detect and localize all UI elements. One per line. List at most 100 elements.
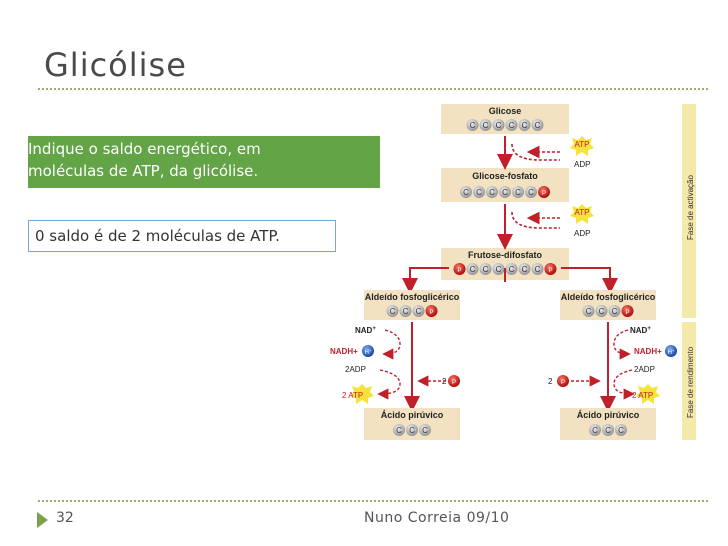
carbon-ball [602, 424, 614, 436]
fructose-diphosphate-label: Frutose-difosfato [468, 250, 542, 260]
carbon-label: C [618, 426, 624, 435]
atp-label-1: ATP [575, 140, 590, 149]
carbon-ball [466, 263, 479, 275]
carbon-ball [460, 186, 472, 198]
carbon-label: C [535, 265, 541, 274]
carbon-ball [406, 424, 418, 436]
split-arrow-right [561, 267, 618, 294]
carbon-ball [479, 263, 492, 275]
phosphate-ball [425, 305, 438, 317]
glucose-panel [441, 104, 569, 134]
carbon-label: C [390, 307, 396, 316]
carbon-ball [486, 186, 498, 198]
carbon-ball [615, 424, 627, 436]
carbon-ball [492, 263, 505, 275]
footer-divider [38, 500, 708, 502]
nad-label-right: NAD+ [630, 326, 651, 335]
pyruvic-label-left: Ácido pirúvico [381, 410, 444, 420]
carbon-label: C [592, 426, 598, 435]
phosphate-label: P [542, 191, 546, 197]
two-p-right: 2 [548, 377, 553, 386]
nad-label-left: NAD+ [355, 326, 376, 335]
carbon-label: C [599, 307, 605, 316]
phosphate-label: P [457, 268, 461, 274]
answer-box: 0 saldo é de 2 moléculas de ATP. [28, 220, 336, 252]
svg-text:H+: H+ [668, 348, 675, 356]
carbon-label: C [489, 188, 495, 197]
phosphate-ball [544, 263, 557, 275]
carbon-ball [608, 305, 621, 317]
carbon-label: C [509, 265, 515, 274]
carbon-ball [479, 119, 492, 131]
carbon-ball [525, 186, 537, 198]
question-line-2: moléculas de ATP, da glicólise. [28, 162, 259, 180]
carbon-label: C [535, 121, 541, 130]
aldehyde-panel-right [560, 290, 656, 320]
author-footer: Nuno Correia 09/10 [364, 510, 510, 526]
carbon-label: C [483, 121, 489, 130]
adp-label-2: ADP [574, 229, 590, 238]
carbon-ball [492, 119, 505, 131]
svg-text:P: P [561, 380, 565, 386]
carbon-label: C [502, 188, 508, 197]
carbon-ball [531, 263, 544, 275]
carbon-label: C [476, 188, 482, 197]
two-adp-right: 2ADP [634, 365, 655, 374]
phosphate-label: P [548, 268, 552, 274]
carbon-label: C [463, 188, 469, 197]
split-arrow-left [410, 267, 506, 290]
carbon-ball [466, 119, 479, 131]
aldehyde-label-right: Aldeído fosfoglicérico [561, 292, 656, 302]
carbon-ball [412, 305, 425, 317]
carbon-ball [531, 119, 544, 131]
glucose-phosphate-label: Glicose-fosfato [472, 171, 538, 181]
glucose-label: Glicose [489, 106, 522, 116]
nadh-label-left: NADH+ [330, 347, 358, 356]
carbon-ball [505, 119, 518, 131]
carbon-label: C [409, 426, 415, 435]
p-ball-right [557, 375, 569, 387]
phosphate-label: P [429, 310, 433, 316]
carbon-ball [512, 186, 524, 198]
phase-yield-label: Fase de rendimento [686, 346, 695, 418]
carbon-ball [419, 424, 431, 436]
page-number: 32 [56, 510, 74, 526]
two-atp-left: 2 ATP [342, 391, 363, 400]
carbon-ball [399, 305, 412, 317]
carbon-label: C [612, 307, 618, 316]
adp-label-1: ADP [574, 160, 590, 169]
carbon-label: C [522, 265, 528, 274]
slide-title: Glicólise [44, 46, 187, 84]
carbon-ball [589, 424, 601, 436]
atp-star-left: 2 ATP [342, 384, 374, 404]
p-ball-left [448, 375, 460, 387]
two-atp-right: 2 ATP [632, 391, 653, 400]
atp-star-1: ATP [570, 136, 594, 156]
activation-phase-bar [682, 104, 696, 318]
phosphate-ball [538, 186, 550, 198]
carbon-label: C [496, 265, 502, 274]
carbon-ball [518, 119, 531, 131]
carbon-label: C [470, 121, 476, 130]
two-adp-left: 2ADP [345, 365, 366, 374]
carbon-label: C [496, 121, 502, 130]
carbon-ball [473, 186, 485, 198]
carbon-ball [518, 263, 531, 275]
atp-star-right: 2 ATP [632, 384, 660, 404]
question-line-1: Indique o saldo energético, em [28, 140, 261, 158]
atp-label-2: ATP [575, 208, 590, 217]
phosphate-ball [453, 263, 466, 275]
h-ion-right [665, 345, 677, 357]
carbon-ball [582, 305, 595, 317]
carbon-label: C [470, 265, 476, 274]
atp-consume-arrow-1 [511, 143, 560, 161]
carbon-label: C [416, 307, 422, 316]
svg-text:H+: H+ [365, 348, 372, 356]
